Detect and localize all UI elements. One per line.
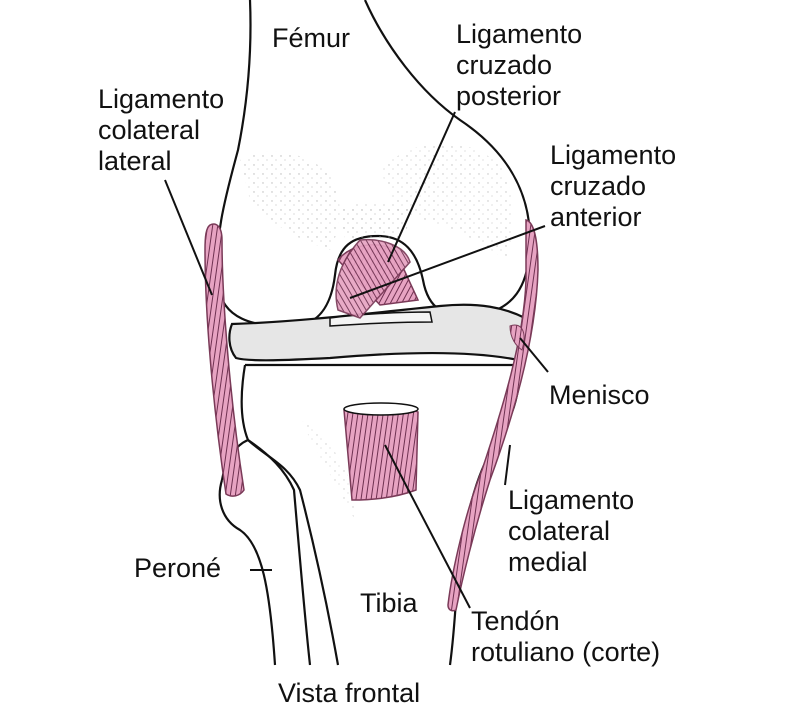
pcl-label: Ligamento cruzado posterior	[456, 19, 582, 112]
meniscus-label: Menisco	[549, 380, 650, 410]
femur-label: Fémur	[272, 23, 351, 53]
acl-label-line-1: Ligamento	[550, 140, 677, 170]
mcl-label-line-1: Ligamento	[508, 485, 635, 515]
tibia-label: Tibia	[360, 588, 418, 618]
pcl-label-line-1: Ligamento	[456, 19, 583, 49]
acl-label-line-3: anterior	[550, 202, 642, 232]
mcl-label-line-3: medial	[508, 547, 588, 577]
mcl-label: Ligamento colateral medial	[508, 485, 634, 578]
fibula-bone	[218, 439, 312, 666]
view-caption: Vista frontal	[278, 678, 421, 708]
fibula-label: Peroné	[134, 553, 222, 583]
patellar-tendon-label: Tendón rotuliano (corte)	[471, 606, 660, 668]
acl-ligament	[335, 238, 411, 319]
lcl-label-line-3: lateral	[98, 146, 172, 176]
acl-label-line-2: cruzado	[550, 171, 647, 201]
acl-label: Ligamento cruzado anterior	[550, 140, 676, 233]
pcl-label-line-2: cruzado	[456, 50, 553, 80]
lcl-label-line-1: Ligamento	[98, 84, 225, 114]
lcl-ligament	[204, 223, 245, 497]
patellar-tendon-label-line-1: Tendón	[471, 606, 560, 636]
mcl-label-line-2: colateral	[508, 516, 611, 546]
mcl-ligament	[447, 219, 539, 612]
pcl-label-line-3: posterior	[456, 81, 562, 111]
lcl-label: Ligamento colateral lateral	[98, 84, 224, 177]
patellar-tendon-label-line-2: rotuliano (corte)	[471, 637, 661, 667]
lcl-label-line-2: colateral	[98, 115, 201, 145]
leader-lines	[164, 111, 549, 609]
